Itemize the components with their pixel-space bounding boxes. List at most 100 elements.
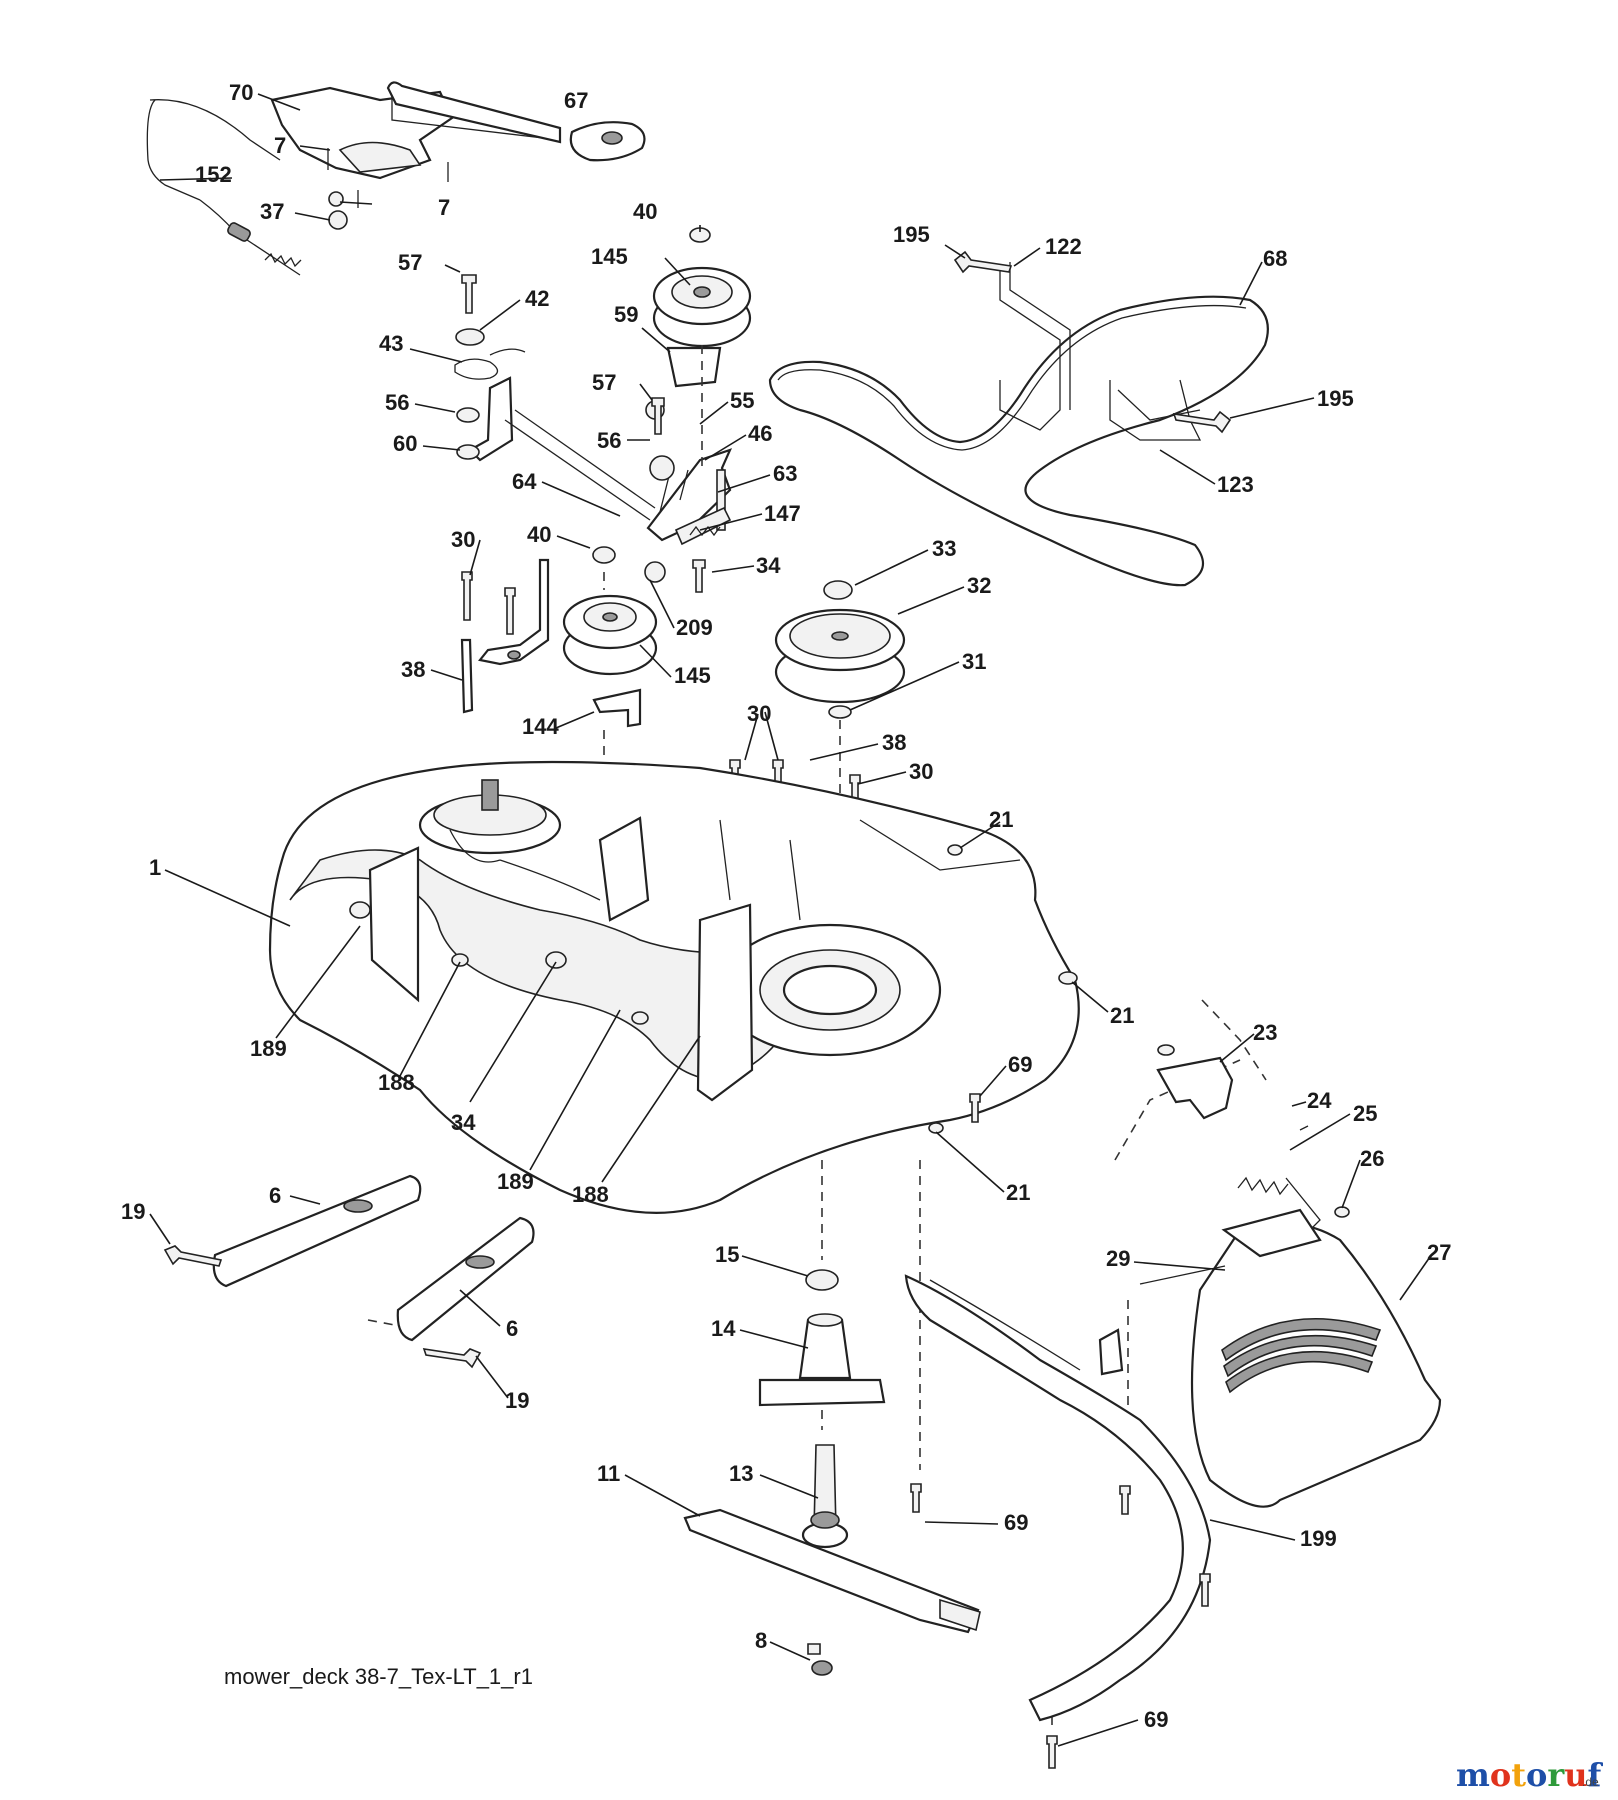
drive-belt (768, 295, 1269, 587)
callout-57: 57 (398, 250, 422, 275)
leader-line (959, 821, 1001, 849)
leader-line (469, 539, 481, 576)
baffle-bolts (910, 1093, 1211, 1769)
leader-line (275, 925, 361, 1039)
deck-hangers (163, 1174, 535, 1369)
callout-56: 56 (597, 428, 621, 453)
idler-pulley-upper (652, 227, 752, 348)
idler-pulley-lower (562, 546, 658, 728)
leader-line (699, 513, 763, 531)
leader-line (159, 177, 233, 181)
leader-line (769, 1641, 811, 1661)
callout-60: 60 (393, 431, 417, 456)
leader-line (744, 713, 759, 761)
deck-baffle (904, 1274, 1212, 1722)
lift-knob (569, 121, 646, 162)
leader-line (639, 383, 653, 401)
leader-line (555, 711, 595, 729)
callout-31: 31 (962, 649, 986, 674)
callout-6: 6 (506, 1316, 518, 1341)
leader-line (704, 434, 747, 461)
callout-123: 123 (1217, 472, 1254, 497)
leader-line (399, 961, 461, 1077)
leader-line (409, 348, 463, 363)
callout-145: 145 (591, 244, 628, 269)
callout-30: 30 (909, 759, 933, 784)
leader-line (809, 743, 879, 761)
leader-line (289, 1195, 321, 1205)
callout-19: 19 (121, 1199, 145, 1224)
callout-67: 67 (564, 88, 588, 113)
leader-line (430, 669, 463, 681)
callout-19: 19 (505, 1388, 529, 1413)
leader-line (556, 535, 591, 549)
leader-line (299, 145, 331, 151)
leader-line (1219, 1033, 1255, 1063)
leader-line (979, 1065, 1007, 1097)
callout-15: 15 (715, 1242, 739, 1267)
callout-38: 38 (882, 730, 906, 755)
leader-line (294, 212, 331, 221)
callout-188: 188 (378, 1070, 415, 1095)
leader-line (764, 711, 779, 761)
leader-line (339, 201, 373, 205)
callout-199: 199 (1300, 1526, 1337, 1551)
callout-7: 7 (438, 195, 450, 220)
leader-line (624, 1474, 701, 1517)
leader-line (711, 565, 755, 573)
leader-line (759, 1474, 819, 1499)
watermark-letter: f (1587, 1756, 1603, 1794)
leader-line (1071, 981, 1109, 1013)
callout-37: 37 (260, 199, 284, 224)
callout-43: 43 (379, 331, 403, 356)
spindle-blade-assembly (683, 1269, 981, 1676)
callout-70: 70 (229, 80, 253, 105)
leader-line (741, 1255, 809, 1277)
leader-line (854, 549, 929, 586)
callout-14: 14 (711, 1316, 736, 1341)
watermark-letter: o (1526, 1756, 1547, 1794)
callout-188: 188 (572, 1182, 609, 1207)
leader-line (924, 1521, 999, 1525)
callout-55: 55 (730, 388, 754, 413)
leader-line (164, 869, 291, 927)
callout-63: 63 (773, 461, 797, 486)
callout-26: 26 (1360, 1146, 1384, 1171)
discharge-chute (1139, 1208, 1442, 1508)
callout-6: 6 (269, 1183, 281, 1208)
leader-line (1341, 1159, 1361, 1209)
leader-line (1159, 449, 1216, 485)
idler-arm-assembly (644, 346, 733, 583)
leader-line (1399, 1253, 1433, 1301)
callout-189: 189 (497, 1169, 534, 1194)
callout-7: 7 (274, 133, 286, 158)
callout-labels: 70 67 7 152 7 37 40 195 122 68 145 57 42… (121, 80, 1451, 1732)
callout-34: 34 (756, 553, 781, 578)
callout-68: 68 (1263, 246, 1287, 271)
callout-21: 21 (1006, 1180, 1030, 1205)
leader-line (935, 1131, 1005, 1193)
drawing-id-caption: mower_deck 38-7_Tex-LT_1_r1 (224, 1664, 533, 1689)
watermark-letter: t (1511, 1756, 1526, 1794)
lift-lever-assembly (146, 81, 562, 276)
leader-line (944, 244, 966, 259)
callout-152: 152 (195, 162, 232, 187)
callout-27: 27 (1427, 1240, 1451, 1265)
callout-23: 23 (1253, 1020, 1277, 1045)
callout-29: 29 (1106, 1246, 1130, 1271)
leader-line (541, 481, 621, 517)
callout-64: 64 (512, 469, 537, 494)
watermark-suffix: .de (1582, 1775, 1599, 1789)
leader-line (1289, 1113, 1351, 1151)
leader-line (149, 1213, 171, 1245)
leader-line (459, 1289, 501, 1327)
callout-145: 145 (674, 663, 711, 688)
leader-line (739, 1329, 809, 1349)
callout-69: 69 (1004, 1510, 1028, 1535)
callout-57: 57 (592, 370, 616, 395)
leader-line (529, 1009, 621, 1171)
leader-line (475, 1355, 509, 1399)
leader-line (422, 445, 461, 451)
callout-42: 42 (525, 286, 549, 311)
